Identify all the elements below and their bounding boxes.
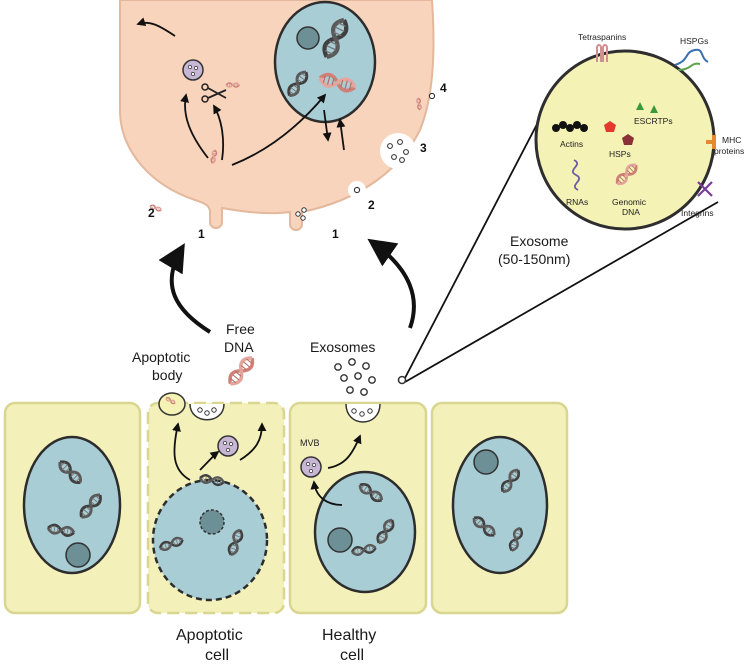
label-apoptotic-body-line2: body [152,367,182,383]
hspg-icon [674,48,709,71]
label-healthy-cell-line1: Healthy [322,627,376,644]
uptake-site-2-left [140,182,160,202]
uptake-site-2-right [348,181,366,199]
cell-apoptotic [146,401,286,615]
hsp-icon [604,121,634,145]
healthy-arrows [310,434,362,506]
label-exosome-title: Exosome [510,233,569,249]
uptake-site-4 [428,92,436,100]
escrtp-icon [636,102,658,113]
label-free-dna-line2: DNA [224,339,254,355]
label-hsps: HSPs [609,149,631,159]
label-apoptotic-cell-line2: cell [205,647,229,664]
label-genomic-line1: Genomic [612,197,647,207]
recipient-internal-vesicle [182,59,204,81]
released-exosomes [334,358,376,396]
label-mvb: MVB [300,438,320,448]
release-arrows [158,238,416,334]
source-exosome [397,375,407,385]
recipient-nucleus [273,0,377,124]
uptake-number-4: 4 [440,81,447,95]
label-rnas: RNAs [566,197,588,207]
exosome-zoom-lines [404,79,719,383]
label-actins: Actins [560,139,583,149]
mhc-icon [706,135,716,149]
uptake-number-1-right: 1 [332,227,339,241]
label-tetraspanins: Tetraspanins [578,32,626,42]
integrin-icon [697,181,713,197]
label-apoptotic-cell-line1: Apoptotic [176,627,243,644]
cell-normal-left [3,401,142,615]
uptake-site-3 [380,133,416,169]
label-exosome-size: (50-150nm) [498,251,570,267]
rna-icon [571,159,581,191]
tetraspanin-icon [596,44,608,62]
recipient-arrows [136,17,346,166]
label-genomic-line2: DNA [622,207,640,217]
apoptotic-body [158,392,186,416]
uptake-number-1-left: 1 [198,227,205,241]
label-hspgs: HSPGs [680,36,708,46]
label-mhc-line1: MHC [722,135,741,145]
label-free-dna-line1: Free [226,321,255,337]
cell-normal-right [430,401,569,615]
scissors-icon [201,83,227,103]
label-integrins: Integrins [681,208,714,218]
actin-icon [552,121,588,132]
uptake-number-3: 3 [420,141,427,155]
label-escrtps: ESCRTPs [634,116,673,126]
label-apoptotic-body-line1: Apoptotic [132,349,190,365]
recipient-cell [119,0,435,231]
mvb [300,456,322,478]
apoptotic-arrows [172,422,267,481]
label-healthy-cell-line2: cell [340,647,364,664]
uptake-number-2-left: 2 [148,206,155,220]
label-mhc-line2: proteins [714,146,744,156]
cell-healthy [288,401,428,615]
uptake-number-2-right: 2 [368,198,375,212]
free-dna [224,352,258,389]
label-exosomes: Exosomes [310,339,375,355]
